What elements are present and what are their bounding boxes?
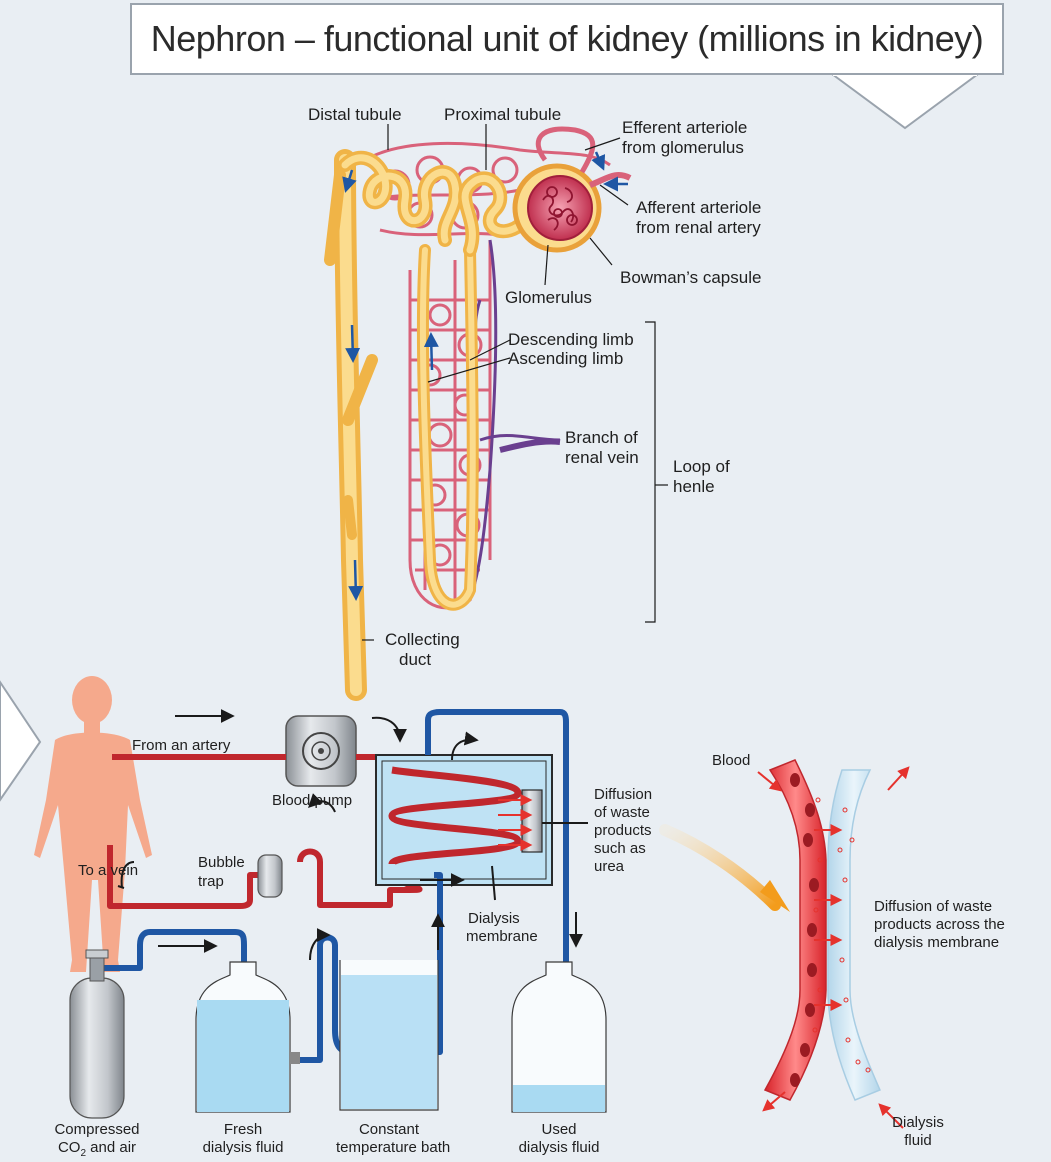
label-to-vein: To a vein (78, 862, 139, 879)
label-loop-2: henle (673, 477, 715, 496)
label-used-3: fluid (567, 1139, 600, 1156)
label-glomerulus: Glomerulus (505, 288, 592, 307)
label-used-2: dialysis fluid (518, 1139, 600, 1156)
used-fluid-bottle (511, 961, 607, 1113)
label-proximal-tubule: Proximal tubule (444, 105, 562, 124)
label-fresh-3: fluid (251, 1139, 284, 1156)
left-callout-pointer (0, 680, 42, 802)
label-dfluid-2: fluid (904, 1132, 932, 1149)
label-diffusion-2: of waste (594, 804, 650, 821)
label-membrane-1: Dialysis (468, 910, 520, 927)
label-diffusion-3: products (594, 822, 652, 839)
label-afferent-2: from renal artery (636, 218, 761, 237)
label-compressed-1: Compressed (54, 1121, 140, 1138)
bubble-trap (257, 854, 283, 898)
label-branch-1: Branch of (565, 428, 638, 447)
dialysis-setup (34, 676, 607, 1119)
page-title: Nephron – functional unit of kidney (mil… (130, 3, 1004, 75)
dialysis-fluid-channel (827, 769, 882, 1101)
label-bowmans-capsule: Bowman’s capsule (620, 268, 762, 287)
label-bubble-1: Bubble (198, 854, 245, 871)
label-bubble-2: trap (198, 873, 224, 890)
label-efferent-2: from glomerulus (622, 138, 744, 157)
label-collecting-1: Collecting (385, 630, 460, 649)
label-diffusion-4: such as (594, 840, 646, 857)
label-diff-3: dialysis membrane (874, 934, 1000, 951)
co2-cylinder (69, 977, 125, 1119)
label-fresh-1: Fresh (223, 1121, 263, 1138)
membrane-detail (659, 759, 910, 1129)
label-collecting-2: duct (399, 650, 432, 669)
label-afferent-1: Afferent arteriole (636, 198, 762, 217)
title-callout-pointer (828, 73, 982, 130)
label-membrane-2: membrane (466, 928, 538, 945)
label-fresh-2: dialysis fluid (202, 1139, 284, 1156)
label-diff-2: products across the (874, 916, 1005, 933)
label-diffusion-5: urea (594, 858, 625, 875)
label-efferent-1: Efferent arteriole (622, 118, 748, 137)
label-bath-3: bath (416, 1139, 451, 1156)
label-blood-pump: Blood pump (272, 792, 353, 809)
label-from-artery: From an artery (132, 737, 231, 754)
zoom-arrow (659, 824, 781, 911)
nephron-illustration (324, 124, 668, 701)
label-bath-2: temperature bath (336, 1139, 451, 1156)
label-distal-tubule: Distal tubule (308, 105, 402, 124)
human-figure (34, 676, 152, 972)
label-blood: Blood (712, 752, 751, 769)
label-bath-1: Constant (358, 1121, 420, 1138)
label-dfluid-1: Dialysis (892, 1114, 944, 1131)
label-compressed-2: CO2 and air (57, 1139, 137, 1159)
label-used-1: Used (541, 1121, 577, 1138)
label-descending-limb: Descending limb (508, 330, 634, 349)
label-diffusion-1: Diffusion (594, 786, 653, 803)
label-diff-1: Diffusion of waste (874, 898, 993, 915)
label-ascending-limb: Ascending limb (508, 349, 624, 368)
label-branch-2: renal vein (565, 448, 639, 467)
label-loop-1: Loop of (673, 457, 730, 476)
